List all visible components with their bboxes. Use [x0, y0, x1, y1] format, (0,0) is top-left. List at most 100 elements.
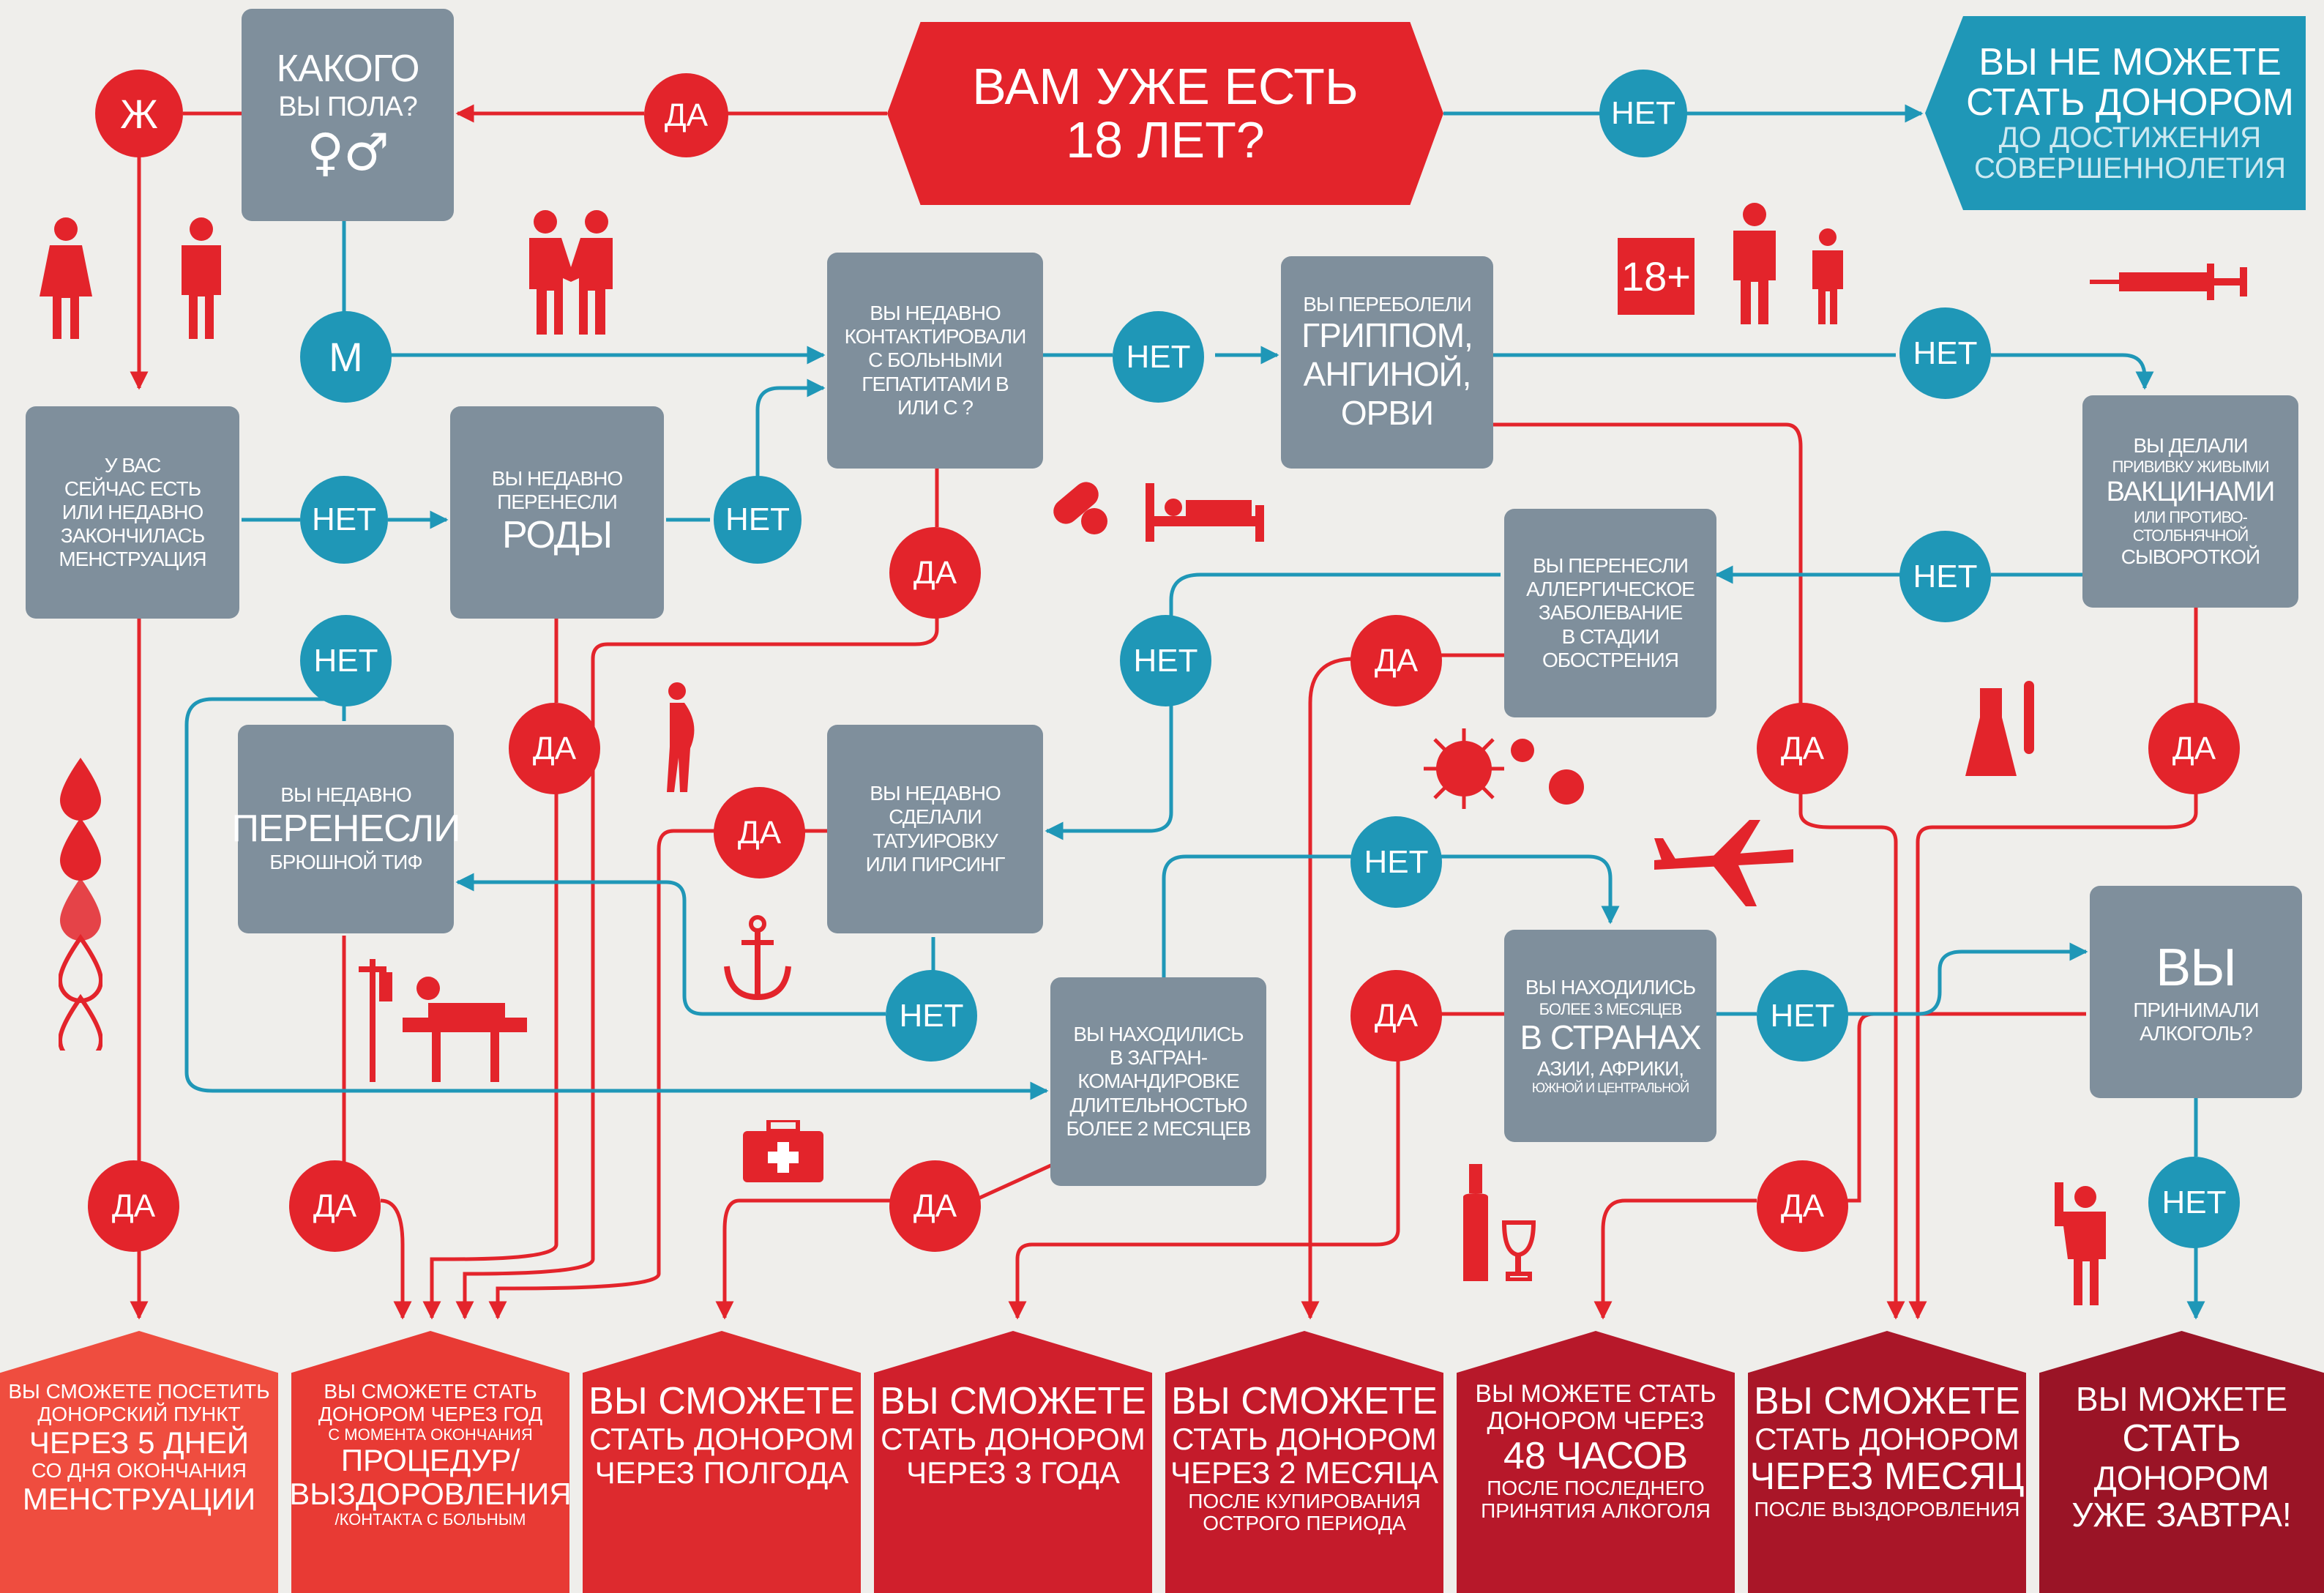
- flu-line4: ОРВИ: [1340, 393, 1434, 432]
- answer-no-tattoo: НЕТ: [886, 970, 977, 1062]
- outcome5-line1: ВЫ СМОЖЕТЕ: [1171, 1380, 1438, 1422]
- vaccine-line4: ИЛИ ПРОТИВО-: [2134, 508, 2248, 527]
- outcome7-line4: ПОСЛЕ ВЫЗДОРОВЛЕНИЯ: [1754, 1497, 2020, 1521]
- vaccine-line6: СЫВОРОТКОЙ: [2121, 545, 2260, 568]
- link-no-vaccine: [1991, 353, 2154, 390]
- not-eligible-line2: СТАТЬ ДОНОРОМ: [1966, 81, 2294, 124]
- outcome1-line1: ВЫ СМОЖЕТЕ ПОСЕТИТЬ: [8, 1380, 270, 1403]
- hepatitis-line1: ВЫ НЕДАВНО: [870, 302, 1001, 325]
- countries-line4: АЗИИ, АФРИКИ,: [1536, 1056, 1684, 1080]
- outcome-48-hours: ВЫ МОЖЕТЕ СТАТЬ ДОНОРОМ ЧЕРЕЗ 48 ЧАСОВ П…: [1457, 1331, 1735, 1593]
- tattoo-question: ВЫ НЕДАВНО СДЕЛАЛИ ТАТУИРОВКУ ИЛИ ПИРСИН…: [827, 725, 1043, 933]
- start-question: ВАМ УЖЕ ЕСТЬ 18 ЛЕТ?: [887, 22, 1443, 205]
- link-typhoid-no: [184, 697, 1049, 1100]
- outcome5-line5: ОСТРОГО ПЕРИОДА: [1203, 1512, 1406, 1535]
- outcome8-line3: ДОНОРОМ: [2093, 1458, 2270, 1497]
- start-line2: 18 ЛЕТ?: [1066, 111, 1265, 168]
- gender-line1: КАКОГО: [276, 48, 420, 90]
- answer-no-allergy: НЕТ: [1120, 615, 1211, 706]
- trip-line4: ДЛИТЕЛЬНОСТЬЮ: [1069, 1093, 1247, 1116]
- first-aid-kit-icon: [743, 1120, 823, 1182]
- link-vaccine-outcome7: [1908, 791, 2198, 1320]
- outcome6-line4: ПОСЛЕ ПОСЛЕДНЕГО: [1487, 1476, 1705, 1499]
- answer-male: М: [300, 311, 392, 403]
- virus-icon: [1424, 728, 1584, 809]
- menstruation-line4: ЗАКОНЧИЛАСЬ: [60, 524, 205, 548]
- childbirth-question: ВЫ НЕДАВНО ПЕРЕНЕСЛИ РОДЫ: [450, 406, 664, 619]
- link-typhoid-outcome2: [380, 1198, 412, 1320]
- menstruation-line3: ИЛИ НЕДАВНО: [61, 500, 204, 523]
- answer-no-alcohol: НЕТ: [2148, 1157, 2240, 1248]
- menstruation-line1: У ВАС: [104, 453, 162, 477]
- answer-no-flu: НЕТ: [1899, 307, 1991, 399]
- answer-yes-typhoid: ДА: [289, 1160, 381, 1252]
- gender-question: КАКОГО ВЫ ПОЛА? ♀♂: [242, 9, 454, 221]
- alcohol-line3: АЛКОГОЛЬ?: [2140, 1022, 2253, 1045]
- typhoid-line2: ПЕРЕНЕСЛИ: [231, 807, 461, 850]
- typhoid-line3: БРЮШНОЙ ТИФ: [269, 851, 422, 874]
- answer-yes-tattoo: ДА: [714, 787, 805, 878]
- tattoo-line1: ВЫ НЕДАВНО: [870, 782, 1001, 805]
- tattoo-line3: ТАТУИРОВКУ: [873, 829, 998, 852]
- trip-line2: В ЗАГРАН-: [1109, 1046, 1208, 1070]
- iv-drip-patient-icon: [359, 959, 527, 1082]
- answer-no-hepatitis: НЕТ: [1113, 311, 1204, 403]
- outcome5-line2: СТАТЬ ДОНОРОМ: [1172, 1422, 1437, 1457]
- answer-yes-menstruation: ДА: [88, 1160, 179, 1252]
- outcome2-line2: ДОНОРОМ ЧЕРЕЗ ГОД: [318, 1402, 543, 1425]
- vaccine-line1: ВЫ ДЕЛАЛИ: [2133, 434, 2248, 458]
- outcome1-line4: СО ДНЯ ОКОНЧАНИЯ: [31, 1458, 247, 1482]
- outcome2-line4: ПРОЦЕДУР/: [340, 1442, 520, 1477]
- answer-no-typhoid: НЕТ: [300, 615, 392, 706]
- link-hepatitis-outcome2: [455, 608, 939, 1320]
- outcome8-line4: УЖЕ ЗАВТРА!: [2071, 1496, 2292, 1534]
- trip-line5: БОЛЕЕ 2 МЕСЯЦЕВ: [1066, 1116, 1252, 1140]
- answer-no-menstruation: НЕТ: [300, 476, 388, 564]
- outcome4-line2: СТАТЬ ДОНОРОМ: [881, 1422, 1146, 1457]
- link-allergy-no: [1169, 572, 1501, 619]
- link-no-tattoo: [1045, 699, 1173, 840]
- pregnant-woman-icon: [667, 682, 695, 792]
- typhoid-line1: ВЫ НЕДАВНО: [280, 783, 411, 807]
- outcome-2-months: ВЫ СМОЖЕТЕ СТАТЬ ДОНОРОМ ЧЕРЕЗ 2 МЕСЯЦА …: [1165, 1331, 1443, 1593]
- answer-yes-allergy: ДА: [1350, 615, 1442, 706]
- outcome3-line3: ЧЕРЕЗ ПОЛГОДА: [594, 1455, 849, 1491]
- outcome-tomorrow: ВЫ МОЖЕТЕ СТАТЬ ДОНОРОМ УЖЕ ЗАВТРА!: [2039, 1331, 2324, 1593]
- outcome6-line2: ДОНОРОМ ЧЕРЕЗ: [1487, 1407, 1705, 1436]
- flu-question: ВЫ ПЕРЕБОЛЕЛИ ГРИППОМ, АНГИНОЙ, ОРВИ: [1281, 256, 1493, 469]
- answer-female: Ж: [95, 70, 183, 157]
- trip-line3: КОМАНДИРОВКЕ: [1077, 1070, 1240, 1093]
- outcome2-line5: ВЫЗДОРОВЛЕНИЯ: [289, 1476, 572, 1511]
- not-eligible-line4: СОВЕРШЕННОЛЕТИЯ: [1974, 152, 2286, 185]
- answer-yes-trip: ДА: [889, 1160, 981, 1252]
- allergy-question: ВЫ ПЕРЕНЕСЛИ АЛЛЕРГИЧЕСКОЕ ЗАБОЛЕВАНИЕ В…: [1504, 509, 1716, 717]
- answer-yes-vaccine: ДА: [2148, 703, 2240, 794]
- outcome7-line2: СТАТЬ ДОНОРОМ: [1755, 1422, 2020, 1457]
- link-countries-outcome4: [1008, 1054, 1400, 1320]
- link-no-countries: [1435, 854, 1620, 925]
- outcome3-line2: СТАТЬ ДОНОРОМ: [589, 1422, 854, 1457]
- alcohol-question: ВЫ ПРИНИМАЛИ АЛКОГОЛЬ?: [2090, 886, 2302, 1098]
- answer-yes-flu: ДА: [1757, 703, 1848, 794]
- woman-icon: [40, 217, 92, 339]
- answer-yes-alcohol: ДА: [1757, 1160, 1848, 1252]
- flask-icon: [1965, 681, 2034, 776]
- answer-yes-childbirth: ДА: [509, 703, 600, 794]
- airplane-icon: [1654, 820, 1793, 906]
- outcome1-line3: ЧЕРЕЗ 5 ДНЕЙ: [29, 1425, 250, 1460]
- allergy-line1: ВЫ ПЕРЕНЕСЛИ: [1532, 554, 1689, 578]
- start-line1: ВАМ УЖЕ ЕСТЬ: [972, 57, 1359, 115]
- outcome3-line1: ВЫ СМОЖЕТЕ: [589, 1380, 855, 1422]
- couple-icon: [529, 210, 613, 335]
- countries-line3: В СТРАНАХ: [1520, 1018, 1701, 1056]
- menstruation-line5: МЕНСТРУАЦИЯ: [59, 548, 206, 571]
- answer-yes-countries: ДА: [1350, 970, 1442, 1062]
- outcome1-line5: МЕНСТРУАЦИИ: [22, 1481, 256, 1516]
- badge-18-icon: 18+: [1618, 238, 1695, 315]
- business-trip-question: ВЫ НАХОДИЛИСЬ В ЗАГРАН- КОМАНДИРОВКЕ ДЛИ…: [1050, 977, 1266, 1186]
- outcome7-line1: ВЫ СМОЖЕТЕ: [1754, 1380, 2020, 1422]
- tattoo-line2: СДЕЛАЛИ: [889, 805, 982, 829]
- flu-line1: ВЫ ПЕРЕБОЛЕЛИ: [1303, 292, 1471, 316]
- outcome5-line4: ПОСЛЕ КУПИРОВАНИЯ: [1188, 1489, 1421, 1512]
